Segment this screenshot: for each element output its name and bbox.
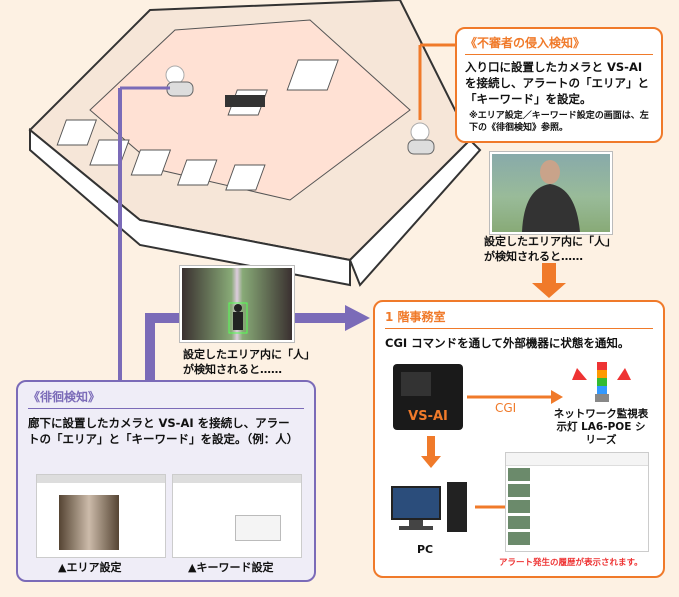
office-panel: 1 階事務室 CGI コマンドを通して外部機器に状態を通知。 VS-AI CGI… (373, 300, 665, 578)
office-body: CGI コマンドを通して外部機器に状態を通知。 (385, 336, 630, 350)
camera-icon (165, 65, 194, 97)
vsai-device: VS-AI (393, 364, 463, 430)
lamp-label: ネットワーク監視表示灯 LA6-POE シリーズ (553, 408, 649, 446)
intrusion-body: 入り口に設置したカメラと VS-AI を接続し、アラートの「エリア」と「キーワー… (465, 60, 649, 106)
camera-icon (407, 122, 435, 155)
hallway-photo (180, 266, 294, 342)
person-icon (522, 160, 580, 232)
pc-icon (391, 482, 467, 532)
cgi-label: CGI (495, 401, 517, 415)
intrusion-title: 《不審者の侵入検知》 (465, 34, 653, 55)
office-title: 1 階事務室 (385, 308, 653, 329)
loitering-title: 《徘徊検知》 (28, 388, 304, 409)
vsai-label: VS-AI (408, 409, 448, 424)
person-icon (228, 302, 248, 334)
alert-history-list (505, 452, 649, 552)
area-setting-screenshot (36, 474, 166, 558)
loitering-panel: 《徘徊検知》 廊下に設置したカメラと VS-AI を接続し、アラートの「エリア」… (16, 380, 316, 582)
area-setting-label: ▲エリア設定 (58, 561, 122, 574)
cgi-arrow (467, 390, 563, 404)
keyword-setting-screenshot (172, 474, 302, 558)
history-note: アラート発生の履歴が表示されます。 (499, 558, 643, 568)
signal-lamp-icon (572, 362, 631, 402)
pc-label: PC (417, 543, 434, 556)
intrusion-panel: 《不審者の侵入検知》 入り口に設置したカメラと VS-AI を接続し、アラートの… (455, 27, 663, 143)
hallway-caption: 設定したエリア内に「人」が検知されると…… (183, 348, 315, 376)
keyword-setting-label: ▲キーワード設定 (188, 561, 274, 574)
intrusion-note: ※エリア設定／キーワード設定の画面は、左下の《徘徊検知》参照。 (469, 111, 649, 133)
intrusion-photo (490, 152, 612, 234)
loitering-body: 廊下に設置したカメラと VS-AI を接続し、アラートの「エリア」と「キーワード… (28, 416, 299, 446)
intrusion-caption: 設定したエリア内に「人」が検知されると…… (484, 235, 616, 263)
down-arrow (421, 436, 441, 468)
